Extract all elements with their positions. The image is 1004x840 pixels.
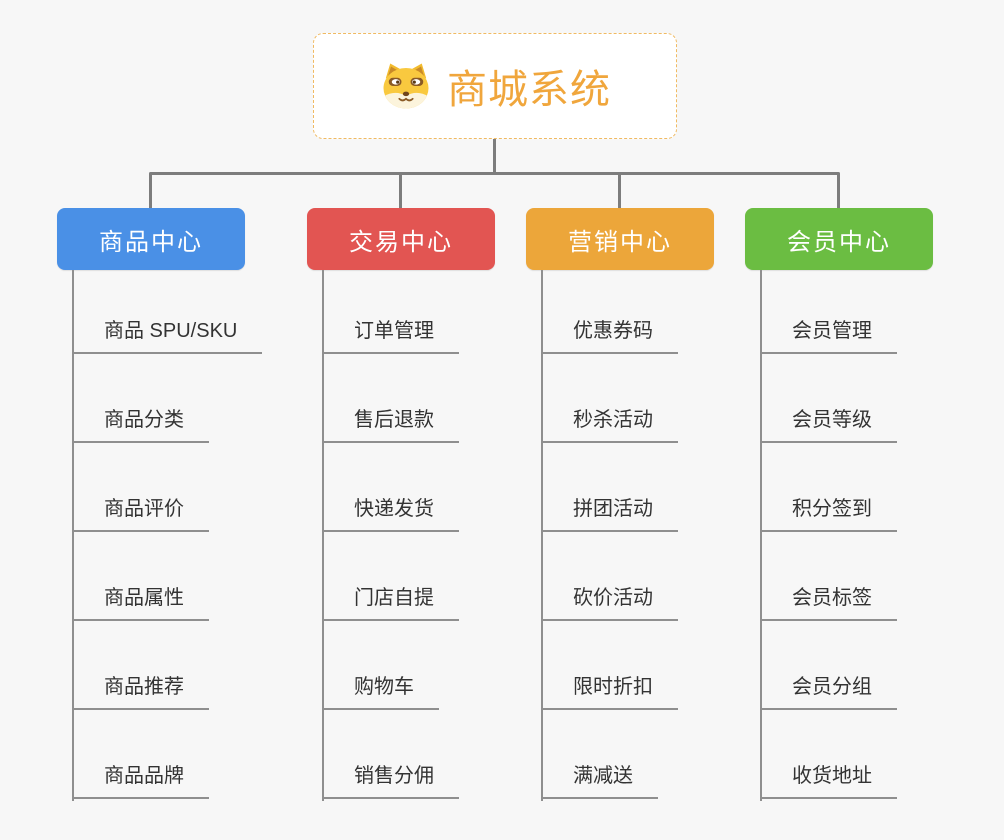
connector-drop-product (149, 174, 152, 208)
leaf-label[interactable]: 商品 SPU/SKU (72, 314, 263, 354)
leaf-node: 砍价活动 (541, 532, 776, 621)
branch-trade-center: 交易中心 订单管理 售后退款 快递发货 门店自提 购物车 销售分佣 (307, 208, 557, 801)
leaf-label[interactable]: 砍价活动 (541, 581, 678, 621)
leaf-node: 优惠券码 (541, 270, 776, 354)
branch-marketing-center: 营销中心 优惠券码 秒杀活动 拼团活动 砍价活动 限时折扣 满减送 (526, 208, 776, 801)
leaf-node: 限时折扣 (541, 621, 776, 710)
leaf-node: 会员分组 (760, 621, 995, 710)
branch-header-marketing-center[interactable]: 营销中心 (526, 208, 714, 270)
branch-header-trade-center[interactable]: 交易中心 (307, 208, 495, 270)
root-node[interactable]: 商城系统 (313, 33, 677, 139)
branch-spine (541, 270, 543, 801)
leaf-node: 快递发货 (322, 443, 557, 532)
root-title: 商城系统 (447, 68, 611, 112)
leaf-node: 商品评价 (72, 443, 307, 532)
leaf-node: 满减送 (541, 710, 776, 799)
leaf-label[interactable]: 订单管理 (322, 314, 459, 354)
leaf-label[interactable]: 限时折扣 (541, 670, 678, 710)
dog-face-icon (383, 63, 429, 109)
branch-header-product-center[interactable]: 商品中心 (57, 208, 245, 270)
leaf-label[interactable]: 门店自提 (322, 581, 459, 621)
branch-leaves: 订单管理 售后退款 快递发货 门店自提 购物车 销售分佣 (307, 270, 557, 799)
leaf-node: 门店自提 (322, 532, 557, 621)
leaf-node: 拼团活动 (541, 443, 776, 532)
branch-leaves: 会员管理 会员等级 积分签到 会员标签 会员分组 收货地址 (745, 270, 995, 799)
leaf-label[interactable]: 售后退款 (322, 403, 459, 443)
leaf-node: 订单管理 (322, 270, 557, 354)
branch-spine (72, 270, 74, 801)
branch-leaves: 优惠券码 秒杀活动 拼团活动 砍价活动 限时折扣 满减送 (526, 270, 776, 799)
leaf-label[interactable]: 会员等级 (760, 403, 897, 443)
leaf-node: 商品分类 (72, 354, 307, 443)
leaf-node: 会员管理 (760, 270, 995, 354)
leaf-label[interactable]: 销售分佣 (322, 759, 459, 799)
leaf-node: 秒杀活动 (541, 354, 776, 443)
branch-spine (760, 270, 762, 801)
leaf-label[interactable]: 商品推荐 (72, 670, 209, 710)
leaf-label[interactable]: 收货地址 (760, 759, 897, 799)
branch-spine (322, 270, 324, 801)
branch-leaves: 商品 SPU/SKU 商品分类 商品评价 商品属性 商品推荐 商品品牌 (57, 270, 307, 799)
connector-rail (149, 172, 840, 175)
leaf-node: 商品 SPU/SKU (72, 270, 307, 354)
leaf-node: 会员等级 (760, 354, 995, 443)
leaf-label[interactable]: 会员分组 (760, 670, 897, 710)
leaf-node: 售后退款 (322, 354, 557, 443)
leaf-label[interactable]: 会员标签 (760, 581, 897, 621)
leaf-node: 积分签到 (760, 443, 995, 532)
leaf-label[interactable]: 商品分类 (72, 403, 209, 443)
leaf-label[interactable]: 快递发货 (322, 492, 459, 532)
leaf-label[interactable]: 商品属性 (72, 581, 209, 621)
leaf-node: 商品属性 (72, 532, 307, 621)
connector-drop-trade (399, 174, 402, 208)
connector-drop-marketing (618, 174, 621, 208)
leaf-label[interactable]: 优惠券码 (541, 314, 678, 354)
branch-member-center: 会员中心 会员管理 会员等级 积分签到 会员标签 会员分组 收货地址 (745, 208, 995, 801)
leaf-node: 商品推荐 (72, 621, 307, 710)
branch-header-member-center[interactable]: 会员中心 (745, 208, 933, 270)
leaf-node: 会员标签 (760, 532, 995, 621)
leaf-label[interactable]: 秒杀活动 (541, 403, 678, 443)
leaf-node: 商品品牌 (72, 710, 307, 799)
leaf-label[interactable]: 积分签到 (760, 492, 897, 532)
leaf-label[interactable]: 购物车 (322, 670, 439, 710)
leaf-node: 购物车 (322, 621, 557, 710)
leaf-label[interactable]: 拼团活动 (541, 492, 678, 532)
leaf-label[interactable]: 商品评价 (72, 492, 209, 532)
leaf-label[interactable]: 商品品牌 (72, 759, 209, 799)
connector-drop-member (837, 174, 840, 208)
branch-product-center: 商品中心 商品 SPU/SKU 商品分类 商品评价 商品属性 商品推荐 商品品牌 (57, 208, 307, 801)
leaf-node: 销售分佣 (322, 710, 557, 799)
leaf-node: 收货地址 (760, 710, 995, 799)
leaf-label[interactable]: 会员管理 (760, 314, 897, 354)
connector-root-stub (493, 139, 496, 174)
leaf-label[interactable]: 满减送 (541, 759, 658, 799)
